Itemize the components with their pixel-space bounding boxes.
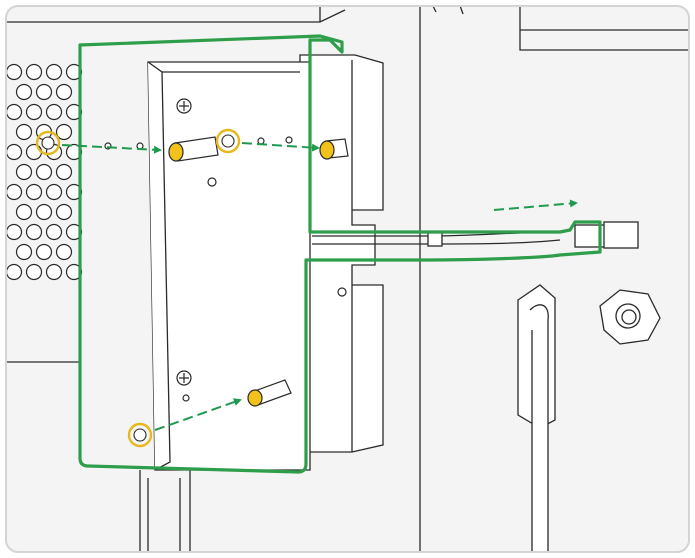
bracket-left-fold (147, 61, 171, 471)
vent-hole (6, 103, 23, 121)
figure-frame (5, 5, 690, 553)
bracket-highlight-outline (78, 34, 602, 474)
vent-hole (15, 203, 33, 221)
rear-flange (299, 54, 384, 453)
vent-hole (15, 83, 33, 101)
vent-hole (6, 63, 23, 81)
flange-body (299, 54, 384, 453)
screw-left (41, 136, 55, 150)
bracket-fasteners (104, 98, 347, 402)
screw-lower (133, 428, 147, 442)
vent-hole (15, 123, 33, 141)
screw-ring-lower (127, 422, 153, 448)
screws (41, 134, 235, 442)
vent-hole (25, 63, 43, 81)
cable-sleeve (427, 231, 443, 247)
vent-hole (6, 263, 23, 281)
lower-screw-slot (179, 373, 189, 383)
vent-hole (45, 183, 63, 201)
vent-hole (25, 263, 43, 281)
conduit-pipe (529, 304, 549, 552)
vent-hole (6, 143, 23, 161)
standoffs (168, 136, 349, 407)
upper-screw-slot (179, 101, 189, 111)
vent-hole (45, 63, 63, 81)
arrow-screw-to-right-standoff (241, 142, 320, 152)
vent-grid (6, 63, 83, 281)
standoff-upper-left-tip (168, 142, 184, 162)
vent-hole (6, 183, 23, 201)
main-bracket (147, 61, 311, 471)
right-panel-parts (517, 284, 661, 552)
vent-hole (55, 163, 73, 181)
cable-assembly (312, 221, 639, 249)
screw-middle (221, 134, 235, 148)
mount-hole-lower (182, 394, 190, 402)
hex-nut-inner (621, 309, 637, 325)
mount-hole-right (285, 136, 293, 144)
vent-hole (55, 123, 73, 141)
connector-receptacle (603, 221, 639, 249)
standoff-lower-tip (247, 389, 263, 407)
vent-hole (35, 243, 53, 261)
vent-hole (35, 83, 53, 101)
vent-hole (45, 263, 63, 281)
arrow-cable-direction (493, 199, 578, 211)
arrow-screw-to-standoff (61, 144, 162, 154)
vent-hole (55, 83, 73, 101)
vent-hole (35, 163, 53, 181)
vent-hole (25, 183, 43, 201)
flange-hole (337, 287, 347, 297)
arrow-lower-screw-to-standoff (154, 398, 242, 431)
vent-hole (6, 223, 23, 241)
vent-hole (55, 203, 73, 221)
vent-hole (25, 223, 43, 241)
screw-highlights (35, 128, 241, 448)
screw-ring-left (35, 130, 61, 156)
vent-hole (45, 103, 63, 121)
mount-hole-bracket (257, 137, 265, 145)
vent-hole (25, 143, 43, 161)
bottom-post (139, 470, 191, 552)
bracket-front-plate (147, 61, 311, 471)
vent-hole (45, 223, 63, 241)
bracket-hole (207, 177, 217, 187)
vent-hole (35, 203, 53, 221)
vent-hole (15, 163, 33, 181)
vent-hole (55, 243, 73, 261)
vent-hole (15, 243, 33, 261)
vent-hole (25, 103, 43, 121)
screw-ring-middle (215, 128, 241, 154)
direction-arrows (61, 142, 578, 431)
standoff-upper-right-tip (319, 140, 335, 160)
